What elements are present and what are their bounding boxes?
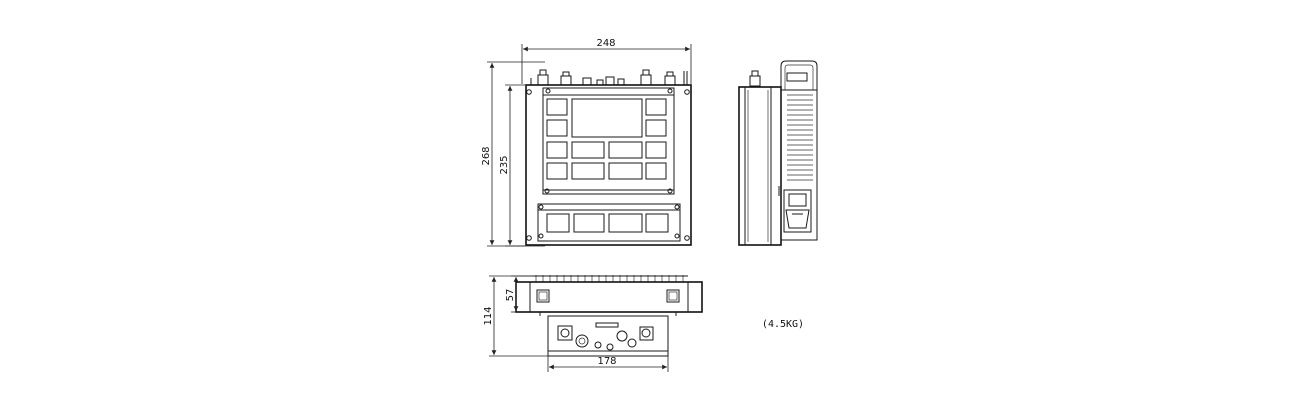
dimension-57-label: 57 — [505, 289, 516, 302]
front-screws — [526, 88, 690, 241]
bottom-connectors — [557, 322, 654, 351]
front-lower-module — [537, 203, 681, 242]
front-panel-grid — [546, 98, 667, 180]
front-lower-panels — [546, 213, 669, 233]
front-top-connectors — [530, 69, 688, 86]
front-main-body — [542, 87, 675, 195]
side-fins — [787, 94, 813, 181]
dimension-268-label: 268 — [481, 146, 492, 165]
bottom-view: 114 57 178 — [483, 275, 703, 372]
dimension-height-overall: 268 — [481, 61, 545, 247]
dimension-height-body: 235 — [499, 84, 525, 247]
front-view: 248 268 235 — [481, 38, 692, 247]
side-heatsink — [780, 89, 818, 241]
dimension-248-label: 248 — [596, 38, 615, 49]
side-latch — [778, 186, 812, 233]
dimension-235-label: 235 — [499, 155, 510, 174]
dimension-width-front: 248 — [521, 38, 692, 84]
dimension-178-label: 178 — [597, 356, 616, 367]
bottom-connector-panel — [547, 315, 669, 357]
weight-note: (4.5KG) — [762, 319, 804, 330]
side-view — [738, 60, 818, 246]
dimension-depth-body: 57 — [505, 275, 532, 313]
dimension-connector-width: 178 — [547, 356, 669, 372]
dimension-114-label: 114 — [483, 306, 494, 325]
bottom-plate — [515, 281, 703, 313]
bottom-side-connectors — [536, 289, 680, 303]
front-mounting-plate — [525, 84, 692, 246]
